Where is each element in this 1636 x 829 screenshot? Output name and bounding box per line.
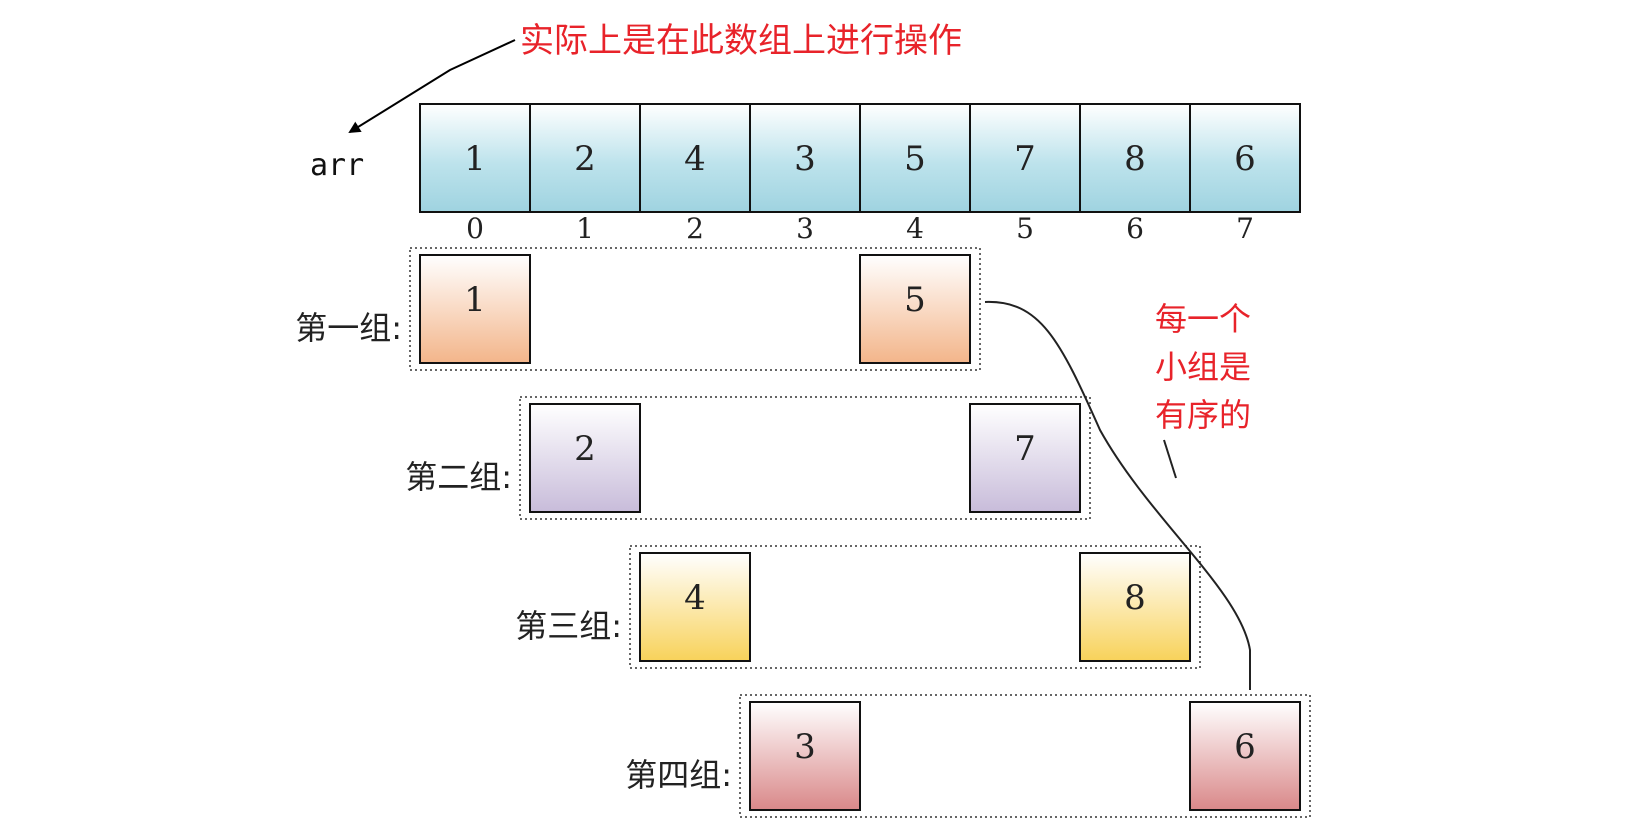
array-cell-box [969, 103, 1081, 213]
array-index: 4 [906, 212, 924, 245]
group-cell-value: 2 [574, 429, 596, 469]
array-cell-value: 5 [904, 139, 926, 179]
group-cell-box [859, 254, 971, 364]
array-cell: 3 [749, 103, 861, 213]
sorted-callout-tick [1163, 439, 1177, 479]
annotation-side-line: 每一个 [1155, 300, 1251, 338]
group-cell-value: 3 [794, 727, 816, 767]
group-label: 第三组: [515, 607, 622, 645]
group-cell-value: 6 [1234, 727, 1256, 767]
array-cell: 4 [639, 103, 751, 213]
array-label: arr [310, 148, 364, 183]
group-cell-box [1189, 701, 1301, 811]
group-frame [519, 396, 1091, 520]
array-index: 7 [1236, 212, 1254, 245]
array-cell-value: 2 [574, 139, 596, 179]
array-index: 5 [1016, 212, 1034, 245]
array-index: 3 [796, 212, 814, 245]
group-cell-value: 1 [464, 280, 486, 320]
array-cell-value: 3 [794, 139, 816, 179]
array-index: 2 [686, 212, 704, 245]
group-cell-value: 8 [1124, 578, 1146, 618]
group-label: 第四组: [625, 756, 732, 794]
group-2: 第二组: 2 7 [405, 396, 1091, 520]
group-cell-value: 7 [1014, 429, 1036, 469]
group-frame [629, 545, 1201, 669]
group-frame [739, 694, 1311, 818]
annotation-top: 实际上是在此数组上进行操作 [520, 21, 962, 61]
group-cell-box [749, 701, 861, 811]
group-label: 第一组: [295, 309, 402, 347]
array-index: 6 [1126, 212, 1144, 245]
array-cell-value: 7 [1014, 139, 1036, 179]
group-frame [409, 247, 981, 371]
groups: 第一组: 1 5 第二组: 2 7 第三组: 4 8 第四组: 3 6 [295, 247, 1311, 818]
group-cell-box [639, 552, 751, 662]
annotation-side-line: 小组是 [1155, 348, 1251, 386]
array-cell: 7 [969, 103, 1081, 213]
pointer-arrow [348, 39, 516, 134]
sorted-callout-line [984, 300, 1251, 690]
array-cell-value: 6 [1234, 139, 1256, 179]
group-cell-box [529, 403, 641, 513]
array-cell: 6 [1189, 103, 1301, 213]
array-cell: 1 [419, 103, 531, 213]
array-index: 1 [576, 212, 594, 245]
array-cell-box [529, 103, 641, 213]
annotation-side-line: 有序的 [1155, 396, 1251, 434]
group-1: 第一组: 1 5 [295, 247, 981, 371]
group-cell-box [969, 403, 1081, 513]
array-cell-value: 4 [684, 139, 706, 179]
group-cell-box [1079, 552, 1191, 662]
array-cell-value: 1 [464, 139, 486, 179]
group-4: 第四组: 3 6 [625, 694, 1311, 818]
group-cell-value: 5 [904, 280, 926, 320]
annotation-side: 每一个 小组是 有序的 [1155, 300, 1251, 434]
array-index: 0 [466, 212, 484, 245]
array-cells: 1 0 2 1 4 2 3 3 5 4 7 5 8 6 6 7 [419, 103, 1301, 245]
array-cell-box [1189, 103, 1301, 213]
group-cell-value: 4 [684, 578, 706, 618]
group-3: 第三组: 4 8 [515, 545, 1201, 669]
array-cell: 2 [529, 103, 641, 213]
array-cell-box [639, 103, 751, 213]
array-cell: 5 [859, 103, 971, 213]
group-cell-box [419, 254, 531, 364]
array-cell: 8 [1079, 103, 1191, 213]
group-label: 第二组: [405, 458, 512, 496]
array-cell-value: 8 [1124, 139, 1146, 179]
